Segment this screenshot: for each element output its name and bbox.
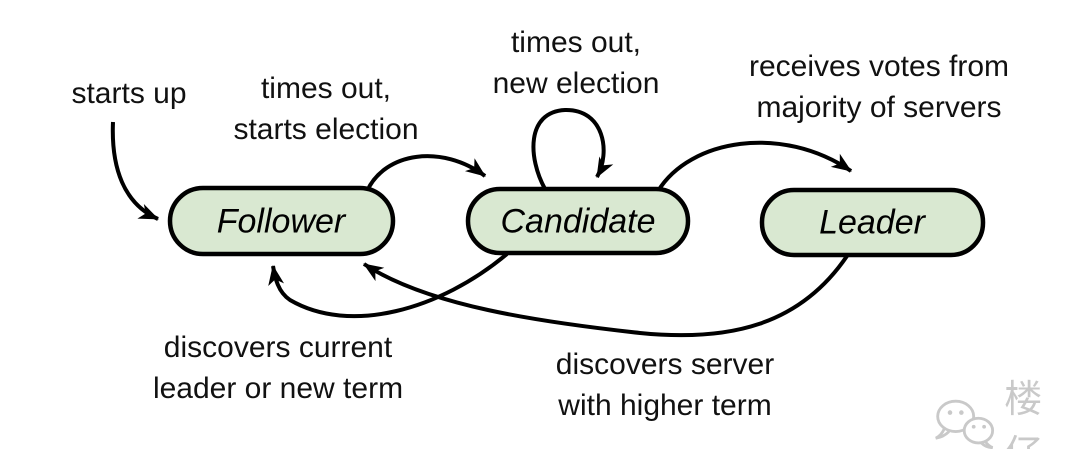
label-line: starts election — [233, 113, 419, 146]
transition-label-starts-up: starts up — [71, 73, 186, 114]
transition-label-discovers-leader: discovers current leader or new term — [153, 327, 403, 409]
label-line: receives votes from — [748, 50, 1010, 83]
label-line: leader or new term — [152, 372, 404, 405]
state-label-candidate: Candidate — [500, 202, 656, 241]
edge-timeout-starts-election — [365, 154, 487, 192]
label-line: new election — [492, 67, 660, 100]
label-line: majority of servers — [756, 91, 1002, 124]
transition-label-receives-votes: receives votes from majority of servers — [749, 46, 1009, 128]
state-node-follower — [167, 185, 396, 257]
label-line: starts up — [71, 77, 187, 110]
edge-discovers-higher-term — [362, 254, 849, 338]
label-line: times out, — [260, 72, 392, 105]
edge-timeout-new-election — [531, 107, 614, 190]
state-label-leader: Leader — [819, 203, 925, 242]
label-line: with higher term — [558, 389, 772, 422]
transition-label-timeout-new-election: times out, new election — [493, 22, 660, 104]
wechat-icon — [935, 399, 995, 449]
state-label-follower: Follower — [216, 202, 346, 241]
label-line: times out, — [510, 26, 642, 59]
state-node-leader — [759, 187, 986, 258]
label-line: discovers current — [163, 331, 393, 364]
label-line: discovers server — [555, 348, 775, 381]
transition-label-discovers-higher-term: discovers server with higher term — [556, 344, 774, 426]
edge-starts-up — [110, 121, 159, 221]
state-node-candidate — [465, 186, 691, 256]
edge-discovers-leader — [268, 252, 509, 319]
transition-label-timeout-starts-election: times out, starts election — [233, 68, 418, 150]
edge-receives-votes — [656, 140, 853, 193]
watermark: 楼仔 — [932, 368, 1080, 449]
watermark-text: 楼仔 — [1004, 379, 1045, 449]
